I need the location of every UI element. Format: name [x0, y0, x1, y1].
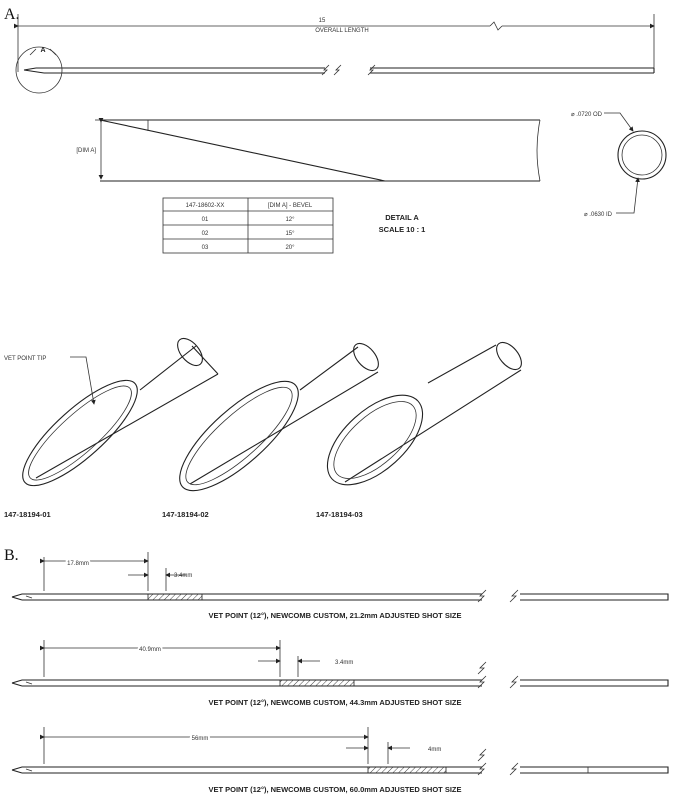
- caption-2: VET POINT (12°), NEWCOMB CUSTOM, 44.3mm …: [208, 698, 461, 707]
- dim-long-1: 17.8mm: [67, 561, 89, 567]
- overall-length-dimension: 15 OVERALL LENGTH: [14, 14, 655, 72]
- needle-tip-01: [22, 337, 219, 487]
- needle-tip-isometric-views: VET POINT TIP 147-18194-01 147-18194-02 …: [4, 337, 522, 519]
- bevel-table: 147-18602-XX [DIM A] - BEVEL 01 12° 02 1…: [162, 197, 334, 254]
- svg-text:40.9mm: 40.9mm: [139, 647, 161, 653]
- table-cell: 20°: [285, 245, 295, 251]
- section-b: B. 17.8mm 17.8mm 3.4mm VET POINT (12°), …: [4, 547, 669, 794]
- tube-cross-section: ⌀ .0720 OD ⌀ .0630 ID: [571, 112, 667, 218]
- needle-b-2: 40.9mm 40.9mm 3.4mm VET POINT (12°), NEW…: [11, 640, 669, 707]
- needle-tip-03: [326, 341, 522, 486]
- svg-text:17.8mm: 17.8mm: [67, 561, 89, 567]
- overall-length-value: 15: [319, 18, 326, 24]
- part-number-03: 147-18194-03: [316, 510, 363, 519]
- needle-side-view: A: [15, 46, 655, 94]
- bevel-detail: [DIM A]: [76, 118, 541, 182]
- dim-short-2: 3.4mm: [335, 660, 353, 666]
- table-header-bevel: [DIM A] - BEVEL: [268, 203, 313, 209]
- dim-long-2: 40.9mm: [139, 647, 161, 653]
- table-cell: 02: [202, 231, 209, 237]
- detail-title: DETAIL A: [385, 213, 419, 222]
- table-cell: 12°: [285, 217, 295, 223]
- detail-a-circle: [15, 46, 63, 94]
- detail-scale: SCALE 10 : 1: [379, 225, 426, 234]
- tip-callout: VET POINT TIP: [4, 356, 46, 362]
- section-a: A. 15 OVERALL LENGTH A: [4, 6, 667, 519]
- od-label: ⌀ .0720 OD: [571, 112, 603, 118]
- dim-short-1: 3.4mm: [174, 573, 192, 579]
- part-number-02: 147-18194-02: [162, 510, 209, 519]
- svg-text:56mm: 56mm: [192, 736, 209, 742]
- table-cell: 01: [202, 217, 209, 223]
- dim-long-3: 56mm: [192, 736, 209, 742]
- overall-length-label: OVERALL LENGTH: [315, 28, 368, 34]
- needle-b-3: 56mm 56mm 4mm VET POINT (12°), NEWCOMB C…: [11, 727, 669, 794]
- needle-tip-02: [179, 342, 379, 492]
- part-number-01: 147-18194-01: [4, 510, 51, 519]
- needle-b-1: 17.8mm 17.8mm 3.4mm VET POINT (12°), NEW…: [11, 552, 669, 620]
- section-b-label: B.: [4, 547, 19, 564]
- id-label: ⌀ .0630 ID: [584, 212, 613, 218]
- dim-a-label: [DIM A]: [76, 148, 96, 154]
- table-cell: 03: [202, 245, 209, 251]
- section-a-label: A.: [4, 6, 20, 23]
- detail-marker: A: [40, 47, 45, 54]
- table-header-part: 147-18602-XX: [186, 203, 225, 209]
- dim-short-3: 4mm: [428, 747, 441, 753]
- table-cell: 15°: [285, 231, 295, 237]
- caption-1: VET POINT (12°), NEWCOMB CUSTOM, 21.2mm …: [208, 611, 461, 620]
- caption-3: VET POINT (12°), NEWCOMB CUSTOM, 60.0mm …: [208, 785, 461, 794]
